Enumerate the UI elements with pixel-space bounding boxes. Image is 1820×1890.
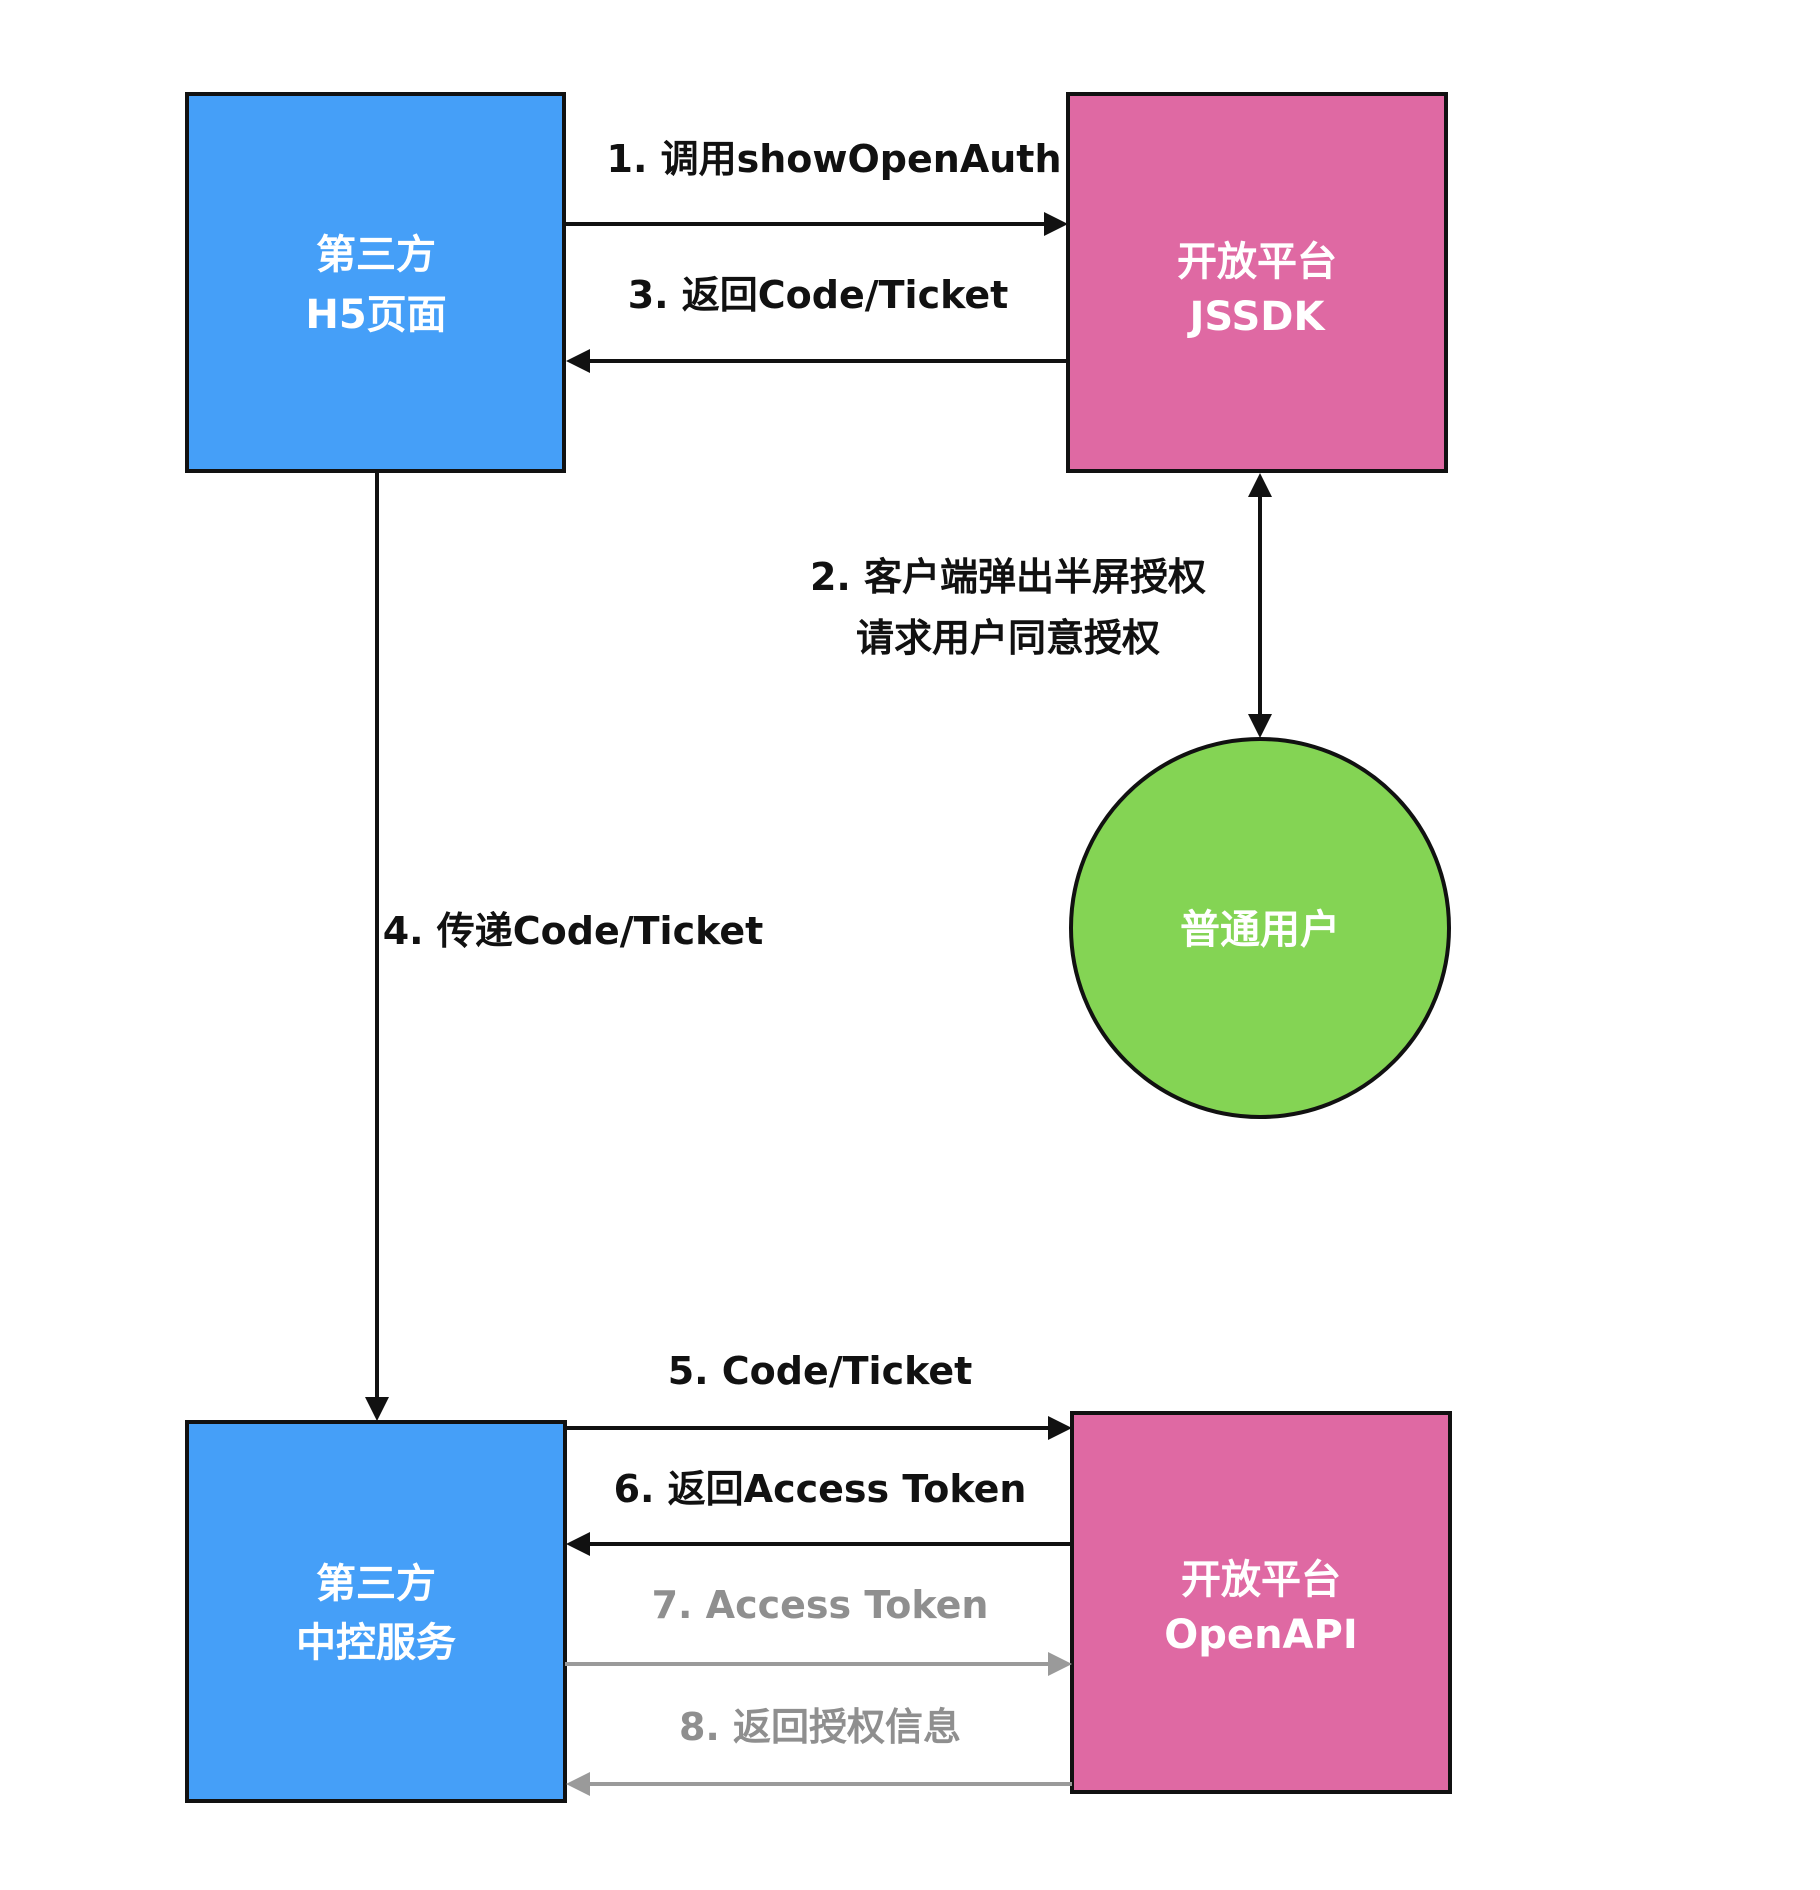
- edge-4-arrowhead: [365, 1397, 389, 1421]
- step-6-label: 6. 返回Access Token: [614, 1467, 1027, 1511]
- jssdk-label-line2: JSSDK: [1187, 294, 1327, 340]
- step-4-label: 4. 传递Code/Ticket: [383, 909, 764, 953]
- edge-8-arrowhead: [566, 1772, 590, 1796]
- control-service-label-line2: 中控服务: [296, 1620, 456, 1666]
- step-7-label: 7. Access Token: [652, 1583, 989, 1627]
- step-2-label-line2: 请求用户同意授权: [856, 616, 1160, 660]
- edge-1-arrowhead: [1044, 212, 1068, 236]
- h5-page-label-line2: H5页面: [305, 292, 446, 338]
- jssdk-label-line1: 开放平台: [1177, 239, 1337, 285]
- step-5-label: 5. Code/Ticket: [668, 1349, 973, 1393]
- openapi-label-line1: 开放平台: [1181, 1557, 1341, 1603]
- openapi-label-line2: OpenAPI: [1164, 1612, 1357, 1658]
- step-3-label: 3. 返回Code/Ticket: [628, 273, 1009, 317]
- jssdk-node: [1066, 92, 1448, 473]
- edge-3-arrowhead: [566, 349, 590, 373]
- control-service-label-line1: 第三方: [316, 1561, 436, 1607]
- edge-2-arrowhead-down: [1248, 714, 1272, 738]
- step-2-label-line1: 2. 客户端弹出半屏授权: [810, 555, 1206, 599]
- user-label: 普通用户: [1180, 907, 1340, 953]
- edge-2-arrowhead-up: [1248, 473, 1272, 497]
- edge-5-arrowhead: [1048, 1416, 1072, 1440]
- edge-7-arrowhead: [1048, 1652, 1072, 1676]
- user-node: [1069, 737, 1451, 1119]
- step-8-label: 8. 返回授权信息: [679, 1705, 961, 1749]
- control-service-node: [185, 1420, 567, 1803]
- edge-6-arrowhead: [566, 1532, 590, 1556]
- h5-page-label-line1: 第三方: [316, 232, 436, 278]
- step-1-label: 1. 调用showOpenAuth: [607, 137, 1062, 181]
- openapi-node: [1070, 1411, 1452, 1794]
- h5-page-node: [185, 92, 566, 473]
